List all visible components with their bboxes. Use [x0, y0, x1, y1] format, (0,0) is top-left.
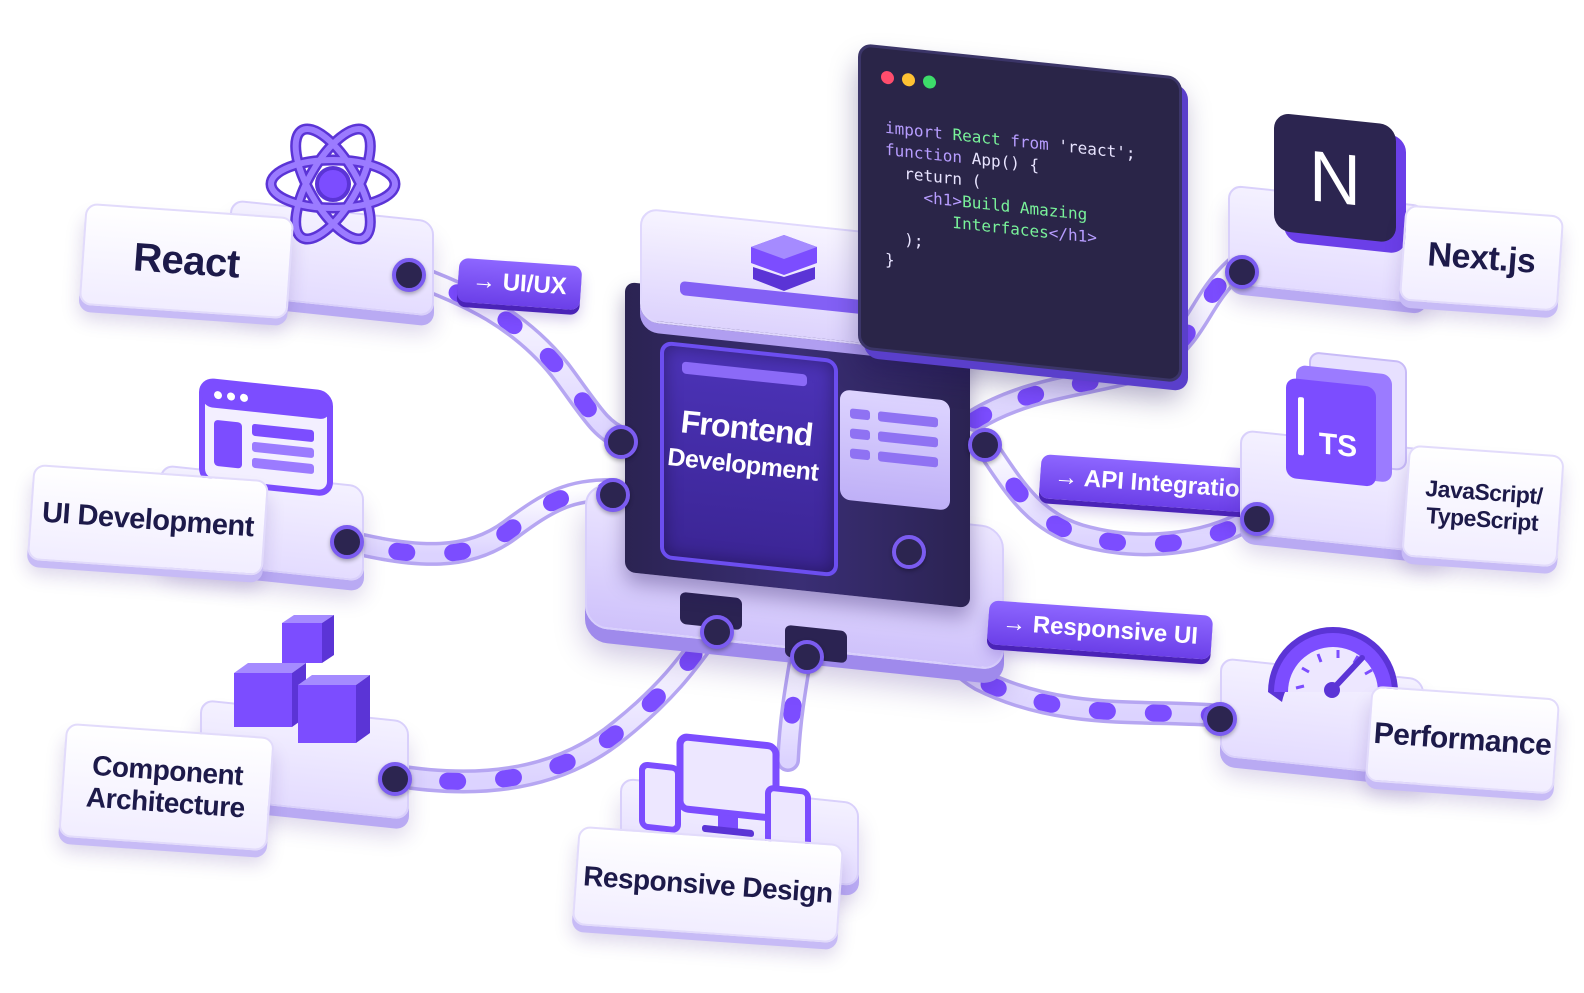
react-socket	[392, 258, 426, 292]
code-window: import React from 'react';function App()…	[858, 42, 1182, 384]
browser-window-icon	[199, 378, 333, 496]
react-atom-icon	[265, 123, 401, 245]
code-snippet: import React from 'react';function App()…	[885, 117, 1135, 297]
nextjs-socket	[1225, 255, 1259, 289]
ui-ux-tag: → UI/UX	[456, 257, 583, 311]
minimize-dot	[902, 72, 915, 87]
speedometer-gauge-icon	[1268, 627, 1398, 702]
performance-label: Performance	[1364, 685, 1561, 795]
nextjs-label: Next.js	[1398, 204, 1565, 312]
hub-socket-bottom-right	[790, 640, 824, 674]
hub-socket-bottom-left	[700, 615, 734, 649]
ui-development-label-text: UI Development	[41, 496, 255, 543]
responsive-ui-tag-text: → Responsive UI	[1001, 609, 1199, 650]
responsive-design-label-text: Responsive Design	[582, 859, 834, 909]
nextjs-logo-icon: N	[1274, 114, 1406, 253]
code-token: );	[885, 227, 924, 251]
ui-ux-tag-text: → UI/UX	[471, 266, 568, 301]
nextjs-label-text: Next.js	[1426, 234, 1537, 281]
hexagon-gem-icon	[751, 235, 817, 291]
react-label-text: React	[131, 234, 242, 287]
hub-socket-right-upper	[968, 428, 1002, 462]
component-architecture-label: Component Architecture	[58, 722, 275, 852]
cubes-icon	[234, 615, 370, 743]
code-token: from	[1010, 130, 1059, 156]
typescript-stack-icon: TS	[1286, 352, 1407, 487]
window-dots	[881, 70, 936, 90]
component-socket	[378, 762, 412, 796]
ts-badge-text: TS	[1319, 427, 1357, 464]
nextjs-logo-letter: N	[1309, 136, 1361, 221]
hub-socket-right-lower	[892, 535, 926, 569]
hub-socket-left-upper	[604, 425, 638, 459]
code-token: </h1>	[1048, 223, 1097, 248]
hub-socket-left-lower	[596, 478, 630, 512]
devices-icon	[639, 733, 811, 853]
ui-development-label: UI Development	[26, 463, 270, 577]
js-ts-label: JavaScript/ TypeScript	[1401, 444, 1565, 568]
maximize-dot	[923, 74, 936, 90]
ui-development-socket	[330, 525, 364, 559]
hub-side-module	[840, 389, 950, 511]
responsive-design-label: Responsive Design	[571, 825, 845, 944]
close-dot	[881, 70, 894, 85]
react-label: React	[78, 202, 295, 320]
api-integration-tag-text: → API Integration	[1053, 463, 1256, 504]
code-token: }	[885, 249, 895, 270]
performance-socket	[1203, 702, 1237, 736]
performance-label-text: Performance	[1372, 716, 1553, 763]
js-ts-socket	[1240, 502, 1274, 536]
